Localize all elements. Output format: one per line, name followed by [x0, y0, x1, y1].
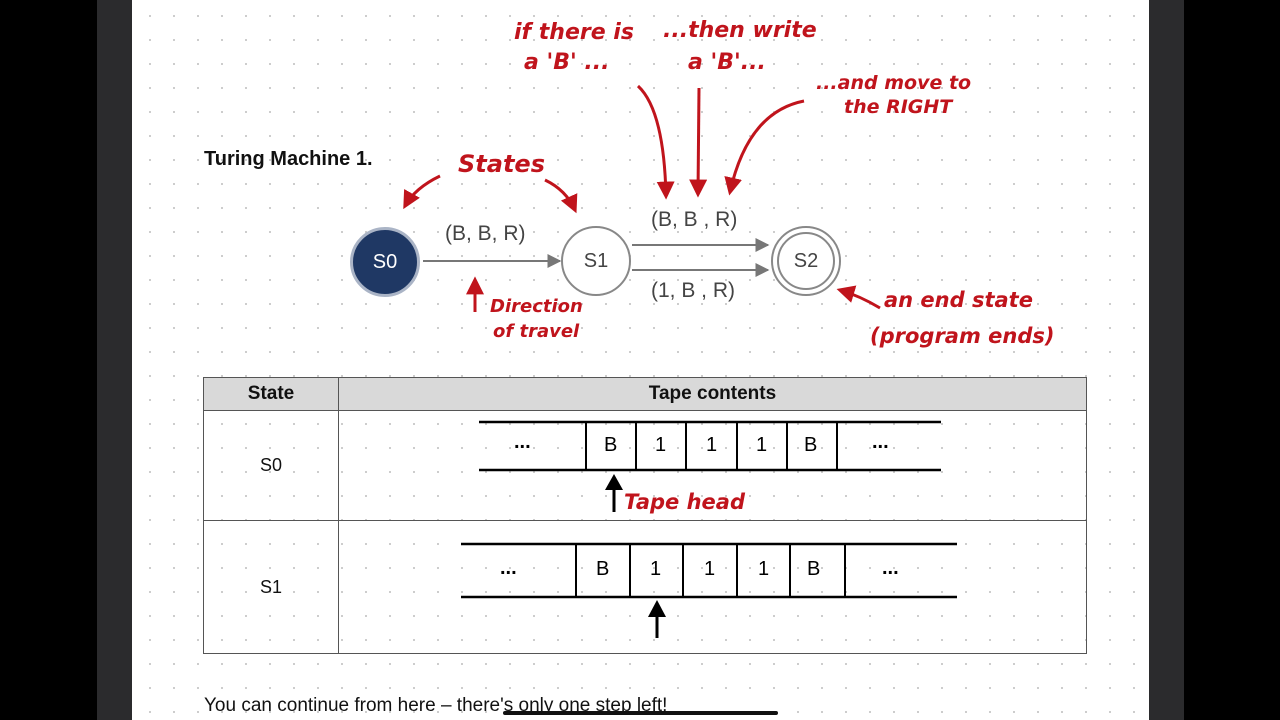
tape-cell: B [807, 558, 821, 580]
end-state-arrow [836, 285, 881, 310]
state-s1-label: S1 [583, 249, 609, 272]
scroll-indicator[interactable] [503, 711, 778, 715]
annotation-direction-line2: of travel [493, 321, 580, 342]
tape-table: State Tape contents S0 S1 [203, 377, 1087, 654]
table-row: S1 [203, 520, 1087, 654]
tape-ellipsis-right: ... [872, 431, 889, 453]
right-frame-bar [1149, 0, 1184, 720]
tape-ellipsis-right: ... [882, 557, 899, 579]
annotation-if-there-is-line2: a 'B' ... [524, 50, 610, 75]
tape-cell: 1 [758, 558, 770, 580]
transition-label-s1-s2-bottom: (1, B , R) [651, 279, 736, 302]
tape-ellipsis-left: ... [514, 431, 531, 453]
tape-cell: 1 [704, 558, 716, 580]
right-frame [1184, 0, 1280, 720]
tape-cell: 1 [756, 434, 768, 456]
annotation-tape-head: Tape head [624, 490, 745, 514]
tape-cell: 1 [706, 434, 718, 456]
row-state-label: S1 [203, 520, 339, 654]
tape-cell: 1 [655, 434, 667, 456]
tape-cell-container [338, 410, 1087, 521]
tape-cell: B [604, 434, 618, 456]
read-arrow [636, 84, 675, 200]
annotation-direction-line1: Direction [490, 296, 583, 317]
annotation-if-there-is-line1: if there is [514, 20, 634, 45]
annotation-move-right-line2: the RIGHT [844, 96, 953, 118]
move-arrow [724, 99, 805, 196]
tape-cell: 1 [650, 558, 662, 580]
states-arrow-right [544, 178, 578, 214]
left-frame-bar [97, 0, 132, 720]
left-frame [0, 0, 97, 720]
tape-cell-container [338, 520, 1087, 654]
transition-label-s1-s2-top: (B, B , R) [651, 208, 738, 231]
footer-text: You can continue from here – there's onl… [204, 695, 668, 716]
state-s1: S1 [561, 226, 631, 296]
states-arrow-left [403, 174, 441, 210]
tape-ellipsis-left: ... [500, 557, 517, 579]
annotation-then-write-line2: a 'B'... [688, 50, 766, 75]
annotation-move-right-line1: ...and move to [816, 72, 972, 94]
annotation-states: States [458, 150, 545, 178]
tape-cell: B [596, 558, 610, 580]
annotation-then-write-line1: ...then write [663, 18, 817, 43]
transition-label-s0-s1: (B, B, R) [445, 222, 526, 245]
write-arrow [689, 87, 708, 198]
state-s2-accepting: S2 [771, 226, 841, 296]
tape-cell: B [804, 434, 818, 456]
table-row: S0 [203, 410, 1087, 521]
state-s0-label: S0 [372, 250, 398, 273]
header-state: State [203, 377, 339, 411]
header-tape-contents: Tape contents [338, 377, 1087, 411]
diagram-title: Turing Machine 1. [204, 148, 373, 170]
annotation-end-state-line1: an end state [884, 288, 1033, 312]
annotation-end-state-line2: (program ends) [870, 324, 1055, 348]
state-s0: S0 [350, 227, 420, 297]
state-s2-label: S2 [793, 249, 819, 272]
